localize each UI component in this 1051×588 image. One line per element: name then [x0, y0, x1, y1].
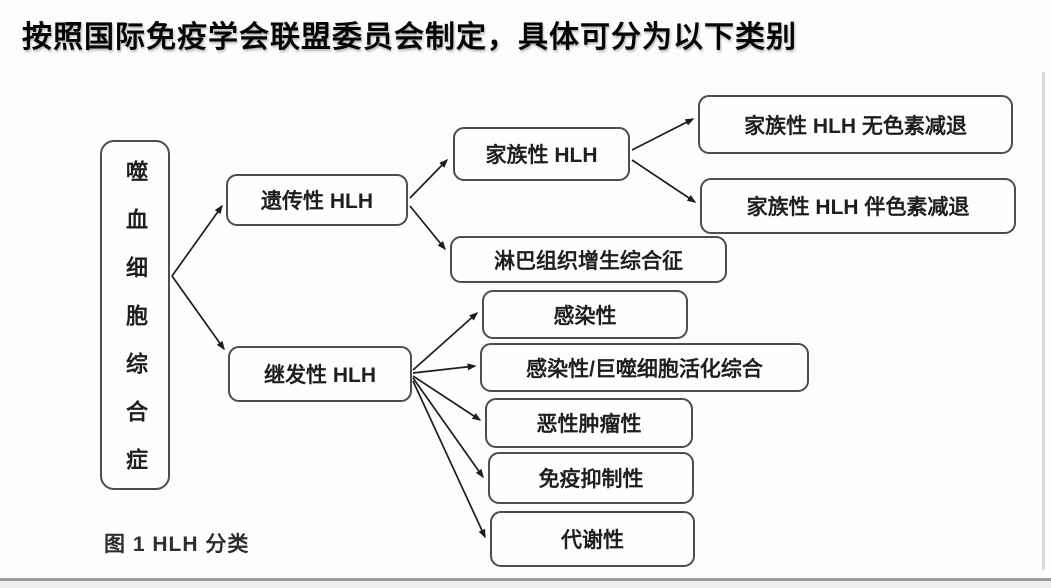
- node-hemophagocytic-syndrome: 噬血细胞综合症: [100, 140, 170, 496]
- edge-secondary-metabolic: [412, 380, 486, 539]
- node-hereditary-hlh: 遗传性 HLH: [226, 174, 408, 226]
- bottom-divider-line: [0, 578, 1051, 581]
- node-infectious: 感染性: [482, 290, 688, 339]
- edge-secondary-infectious-mas: [412, 363, 477, 374]
- bottom-strip: [0, 581, 1051, 588]
- edge-secondary-infectious: [412, 312, 479, 371]
- edge-familial-with-hypopigment: [631, 159, 697, 203]
- edge-root-hereditary: [171, 204, 223, 277]
- node-malignant-tumor: 恶性肿瘤性: [485, 398, 693, 448]
- node-infectious-macrophage-activation: 感染性/巨噬细胞活化综合: [480, 343, 809, 392]
- page-title: 按照国际免疫学会联盟委员会制定，具体可分为以下类别: [22, 21, 797, 54]
- edge-root-secondary: [171, 275, 225, 351]
- edge-secondary-malignant: [412, 375, 482, 421]
- node-familial-hlh: 家族性 HLH: [453, 127, 630, 181]
- edge-hereditary-lymphoproliferative: [409, 205, 446, 251]
- node-lymphoproliferative-syndrome: 淋巴组织增生综合征: [450, 236, 727, 283]
- right-divider-line: [1042, 72, 1045, 570]
- node-immunosuppressive: 免疫抑制性: [488, 452, 694, 504]
- edge-secondary-immunosuppressive: [412, 377, 484, 479]
- node-familial-hlh-with-hypopigmentation: 家族性 HLH 伴色素减退: [700, 178, 1016, 234]
- edge-familial-no-hypopigment: [631, 118, 695, 151]
- node-root-label: 噬血细胞综合症: [123, 160, 148, 496]
- node-secondary-hlh: 继发性 HLH: [228, 346, 412, 402]
- figure-caption: 图 1 HLH 分类: [104, 533, 250, 556]
- node-familial-hlh-no-hypopigmentation: 家族性 HLH 无色素减退: [698, 95, 1013, 154]
- edge-hereditary-familial: [409, 158, 449, 199]
- node-metabolic: 代谢性: [490, 511, 695, 567]
